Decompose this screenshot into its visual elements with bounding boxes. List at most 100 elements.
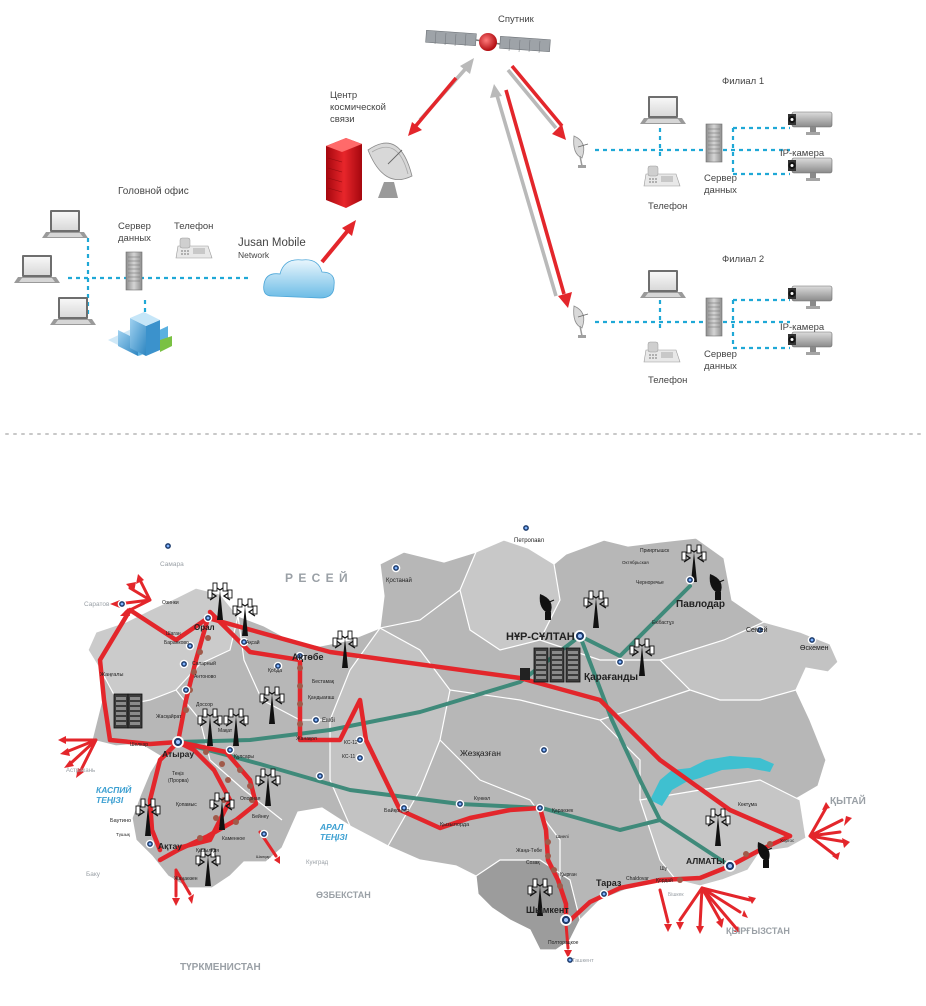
city-kandyagash: Қандыағаш	[308, 695, 334, 701]
city-chaldovar: Chaldovar	[626, 876, 649, 882]
city-zhanaozen: Жаңаөзен	[174, 876, 198, 882]
city-oral: Орал	[194, 623, 215, 632]
city-taraz: Тараз	[596, 878, 622, 888]
city-dossor: Доссор	[196, 702, 213, 708]
region-south	[475, 859, 581, 951]
city-karaganda: Қарағанды	[584, 672, 638, 683]
shymkent-node	[560, 914, 572, 926]
branch1-label: Филиал 1	[722, 76, 764, 87]
ground-dish-icon	[367, 142, 413, 198]
city-oktyabrsk: Октябрьская	[622, 560, 649, 565]
label-uzbekistan: ӨЗБЕКСТАН	[316, 890, 371, 900]
city-baku: Баку	[86, 871, 101, 878]
server-icon	[125, 251, 143, 291]
city-semey: Семей	[746, 626, 768, 634]
city-samara: Самара	[160, 561, 184, 568]
kazakhstan-map: Р Е С Е Й ҚЫТАЙ ҚЫРҒЫЗСТАН ӨЗБЕКСТАН ТҮР…	[58, 523, 866, 973]
laptop-icon	[14, 255, 60, 283]
city-aktobe2: Жасқайрат	[156, 713, 182, 720]
satellite-branch2-arrows	[490, 84, 572, 308]
lake-balkhash	[650, 756, 774, 806]
satellite-label: Спутник	[498, 14, 535, 25]
almaty-node	[724, 860, 736, 872]
city-kordai: Қордай	[656, 877, 673, 884]
city-shieli: Шиелі	[556, 834, 569, 839]
branch1-phone-label: Телефон	[648, 201, 687, 212]
branch2-server-label-1: Сервер	[704, 349, 737, 360]
city-ks12: КС-12	[344, 740, 358, 746]
satellite-icon	[425, 29, 551, 54]
city-bestamak: Бестамақ	[312, 679, 335, 685]
city-aksai: Ақсай	[246, 639, 260, 646]
city-baikonur: Байқоңыр	[384, 807, 409, 814]
branch1-camera-icon	[787, 111, 833, 136]
branch2-phone-icon	[643, 341, 681, 363]
city-kyzylorda: Қызылорда	[440, 822, 470, 828]
city-khorgos: Хоргос	[780, 838, 795, 843]
branch1-server-icon	[705, 123, 723, 163]
city-bishkek: Бішкек	[668, 892, 684, 898]
city-opornaya: Опорная	[240, 796, 261, 802]
head-office-server-label-2: данных	[118, 233, 151, 244]
label-kyrgyzstan: ҚЫРҒЫЗСТАН	[726, 926, 790, 936]
city-almaty: АЛМАТЫ	[686, 856, 725, 866]
branch2-camera-icon	[787, 285, 833, 310]
network-sub: Network	[238, 250, 270, 260]
label-russia: Р Е С Е Й	[285, 570, 349, 585]
arrowheads	[58, 574, 852, 958]
city-chernorechye: Черноречье	[636, 580, 664, 586]
city-oskemen: Өскемен	[800, 645, 829, 652]
nursultan-node	[574, 630, 586, 642]
region-east	[658, 621, 839, 701]
city-aktobe: Ақтөбе	[292, 652, 323, 662]
city-astrakhan: Астрахань	[66, 768, 95, 774]
branch1-server-label-1: Сервер	[704, 173, 737, 184]
city-kostanai: Қостанай	[386, 577, 412, 584]
lan-links	[68, 126, 790, 350]
branch2-camera-label: IP-камера	[780, 322, 825, 333]
label-caspian-1: КАСПИЙ	[96, 784, 132, 795]
route-junctions	[183, 635, 773, 889]
city-shymkent: Шымкент	[526, 905, 569, 915]
city-bautino: Баутино	[110, 818, 131, 824]
branch1-server-label-2: данных	[704, 185, 737, 196]
uplink-arrow	[320, 220, 356, 264]
city-karaozek: Қараөзек	[552, 808, 574, 814]
city-ekibastuz: Екібастұз	[652, 620, 674, 626]
label-china: ҚЫТАЙ	[830, 794, 866, 807]
city-tengiz-2: (Прорва)	[168, 778, 189, 784]
city-kyrgan: Қырған	[560, 872, 577, 878]
branch2-label: Филиал 2	[722, 254, 764, 265]
city-zhezkazgan: Жезқазған	[460, 748, 501, 758]
branch1-camera-icon	[787, 157, 833, 182]
branch2-server-label-2: данных	[704, 361, 737, 372]
city-embi: Ембі	[322, 718, 335, 724]
space-center-label-1: Центр	[330, 90, 357, 101]
city-koktuma: Көктұма	[738, 802, 757, 808]
branch2-dish-icon	[572, 305, 589, 339]
border-arrows	[62, 578, 848, 950]
city-saratov: Саратов	[84, 601, 110, 608]
label-aral-1: АРАЛ	[319, 822, 344, 832]
head-office-server-label-1: Сервер	[118, 221, 151, 232]
city-kunkol: Күнкөл	[474, 796, 490, 802]
city-barankovo: Баранково	[164, 640, 189, 646]
city-sozak: Созақ	[526, 860, 540, 866]
city-ozinki: Озинки	[162, 600, 179, 606]
datacenter-atyrau-icon	[113, 693, 143, 729]
city-zhanakol: Жанақол	[296, 736, 317, 742]
satellite-center-arrows	[408, 58, 474, 136]
city-shagan: Шаган	[166, 631, 181, 637]
office-building-icon	[108, 312, 172, 356]
city-priirtyshsk: Прииртышск	[640, 548, 670, 554]
city-makat: Мақат	[218, 728, 233, 734]
branch1-laptop-icon	[640, 96, 686, 124]
top-diagram: Головной офис Сервер данных Телефон Jusa…	[14, 14, 833, 386]
branch2-camera-icon	[787, 331, 833, 356]
space-center-server-icon	[326, 138, 362, 208]
branch2-server-icon	[705, 297, 723, 337]
network-name: Jusan Mobile	[238, 237, 306, 249]
city-pavlodar: Павлодар	[676, 599, 725, 610]
satellite-branch1-arrows	[506, 64, 566, 140]
